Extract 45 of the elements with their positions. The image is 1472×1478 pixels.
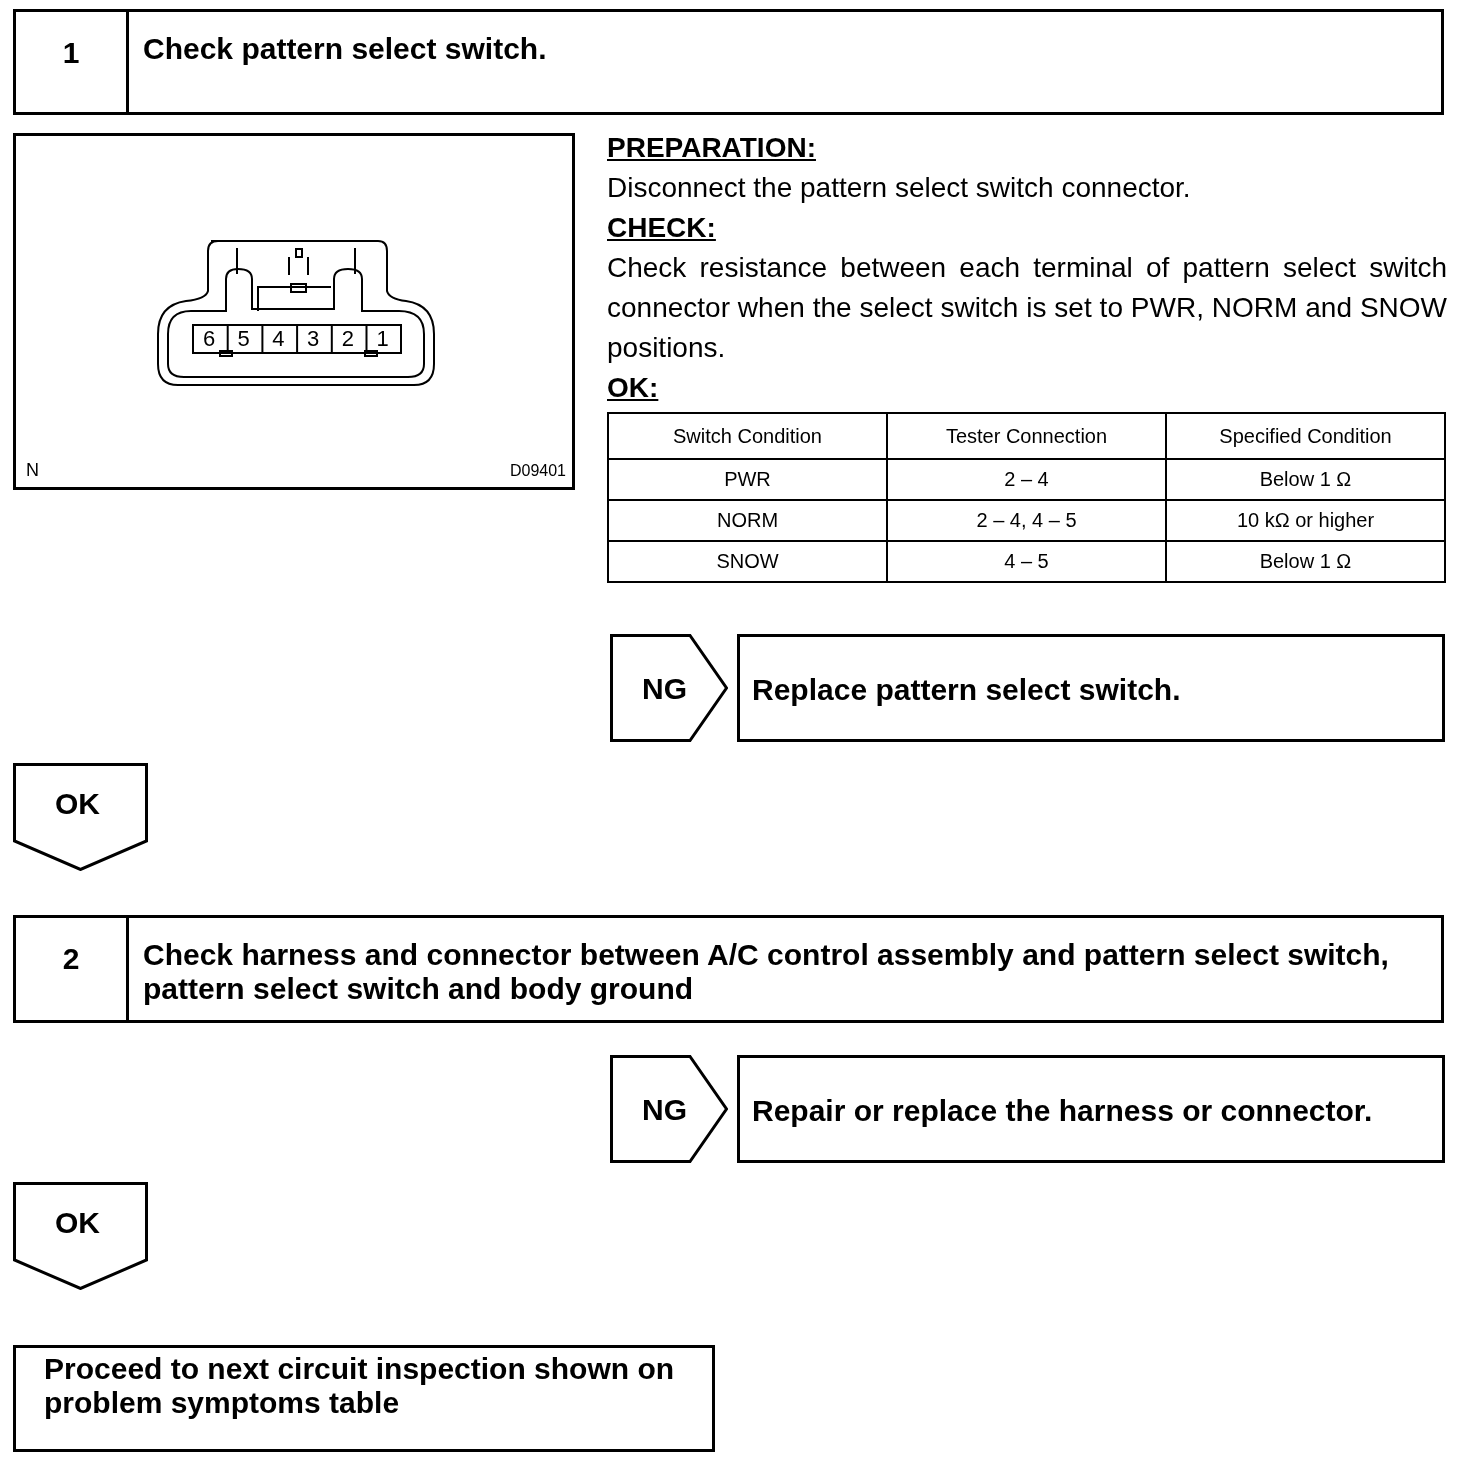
section-heading: OK: [607, 371, 659, 405]
table-header: Tester Connection [887, 413, 1166, 459]
step-box [13, 915, 1444, 1023]
table-header: Specified Condition [1166, 413, 1445, 459]
table-cell: 2 – 4, 4 – 5 [887, 500, 1166, 541]
table-cell: NORM [608, 500, 887, 541]
arrow-label: NG [642, 672, 687, 706]
pin-number: 6 [201, 327, 217, 351]
box-text: Proceed to next circuit inspection shown on problem symptoms table [44, 1352, 676, 1420]
ok-chevron [13, 1182, 148, 1290]
pin-number: 5 [236, 327, 251, 351]
ng-pentagon [610, 634, 728, 742]
table-cell: PWR [608, 459, 887, 500]
arrow-label: OK [55, 1206, 100, 1240]
arrow-label: OK [55, 787, 100, 821]
result-box [737, 634, 1445, 742]
pin-number: 4 [271, 327, 286, 351]
table-cell: SNOW [608, 541, 887, 582]
table-cell: Below 1 Ω [1166, 541, 1445, 582]
instruction-text: Check resistance between each terminal of pattern select switch connector when the select switch is set to PWR, NORM and SNOW positions. [607, 251, 1447, 365]
arrow-label: NG [642, 1093, 687, 1127]
section-heading: PREPARATION: [607, 131, 816, 165]
ok-chevron [13, 763, 148, 871]
figure-label: N [26, 460, 39, 481]
table-cell: Below 1 Ω [1166, 459, 1445, 500]
step-title: Check pattern select switch. [143, 32, 548, 66]
step-number: 2 [61, 942, 81, 976]
instruction-text: Disconnect the pattern select switch connector. [607, 171, 1192, 205]
step-number: 1 [61, 36, 81, 70]
next-step-box [13, 1345, 715, 1452]
ng-pentagon [610, 1055, 728, 1163]
step-box [13, 9, 1444, 115]
table-cell: 4 – 5 [887, 541, 1166, 582]
step-title: Check harness and connector between A/C control assembly and pattern select switch, pattern select switch and body ground [143, 938, 1390, 1006]
box-text: Replace pattern select switch. [752, 673, 1182, 707]
section-heading: CHECK: [607, 211, 716, 245]
table-header: Switch Condition [608, 413, 887, 459]
pin-number: 2 [340, 327, 355, 351]
table-cell: 2 – 4 [887, 459, 1166, 500]
box-text: Repair or replace the harness or connector. [752, 1094, 1374, 1128]
pin-number: 3 [305, 327, 321, 351]
figure-code: D09401 [509, 462, 566, 480]
pin-number: 1 [375, 327, 390, 351]
result-box [737, 1055, 1445, 1163]
table-cell: 10 kΩ or higher [1166, 500, 1445, 541]
